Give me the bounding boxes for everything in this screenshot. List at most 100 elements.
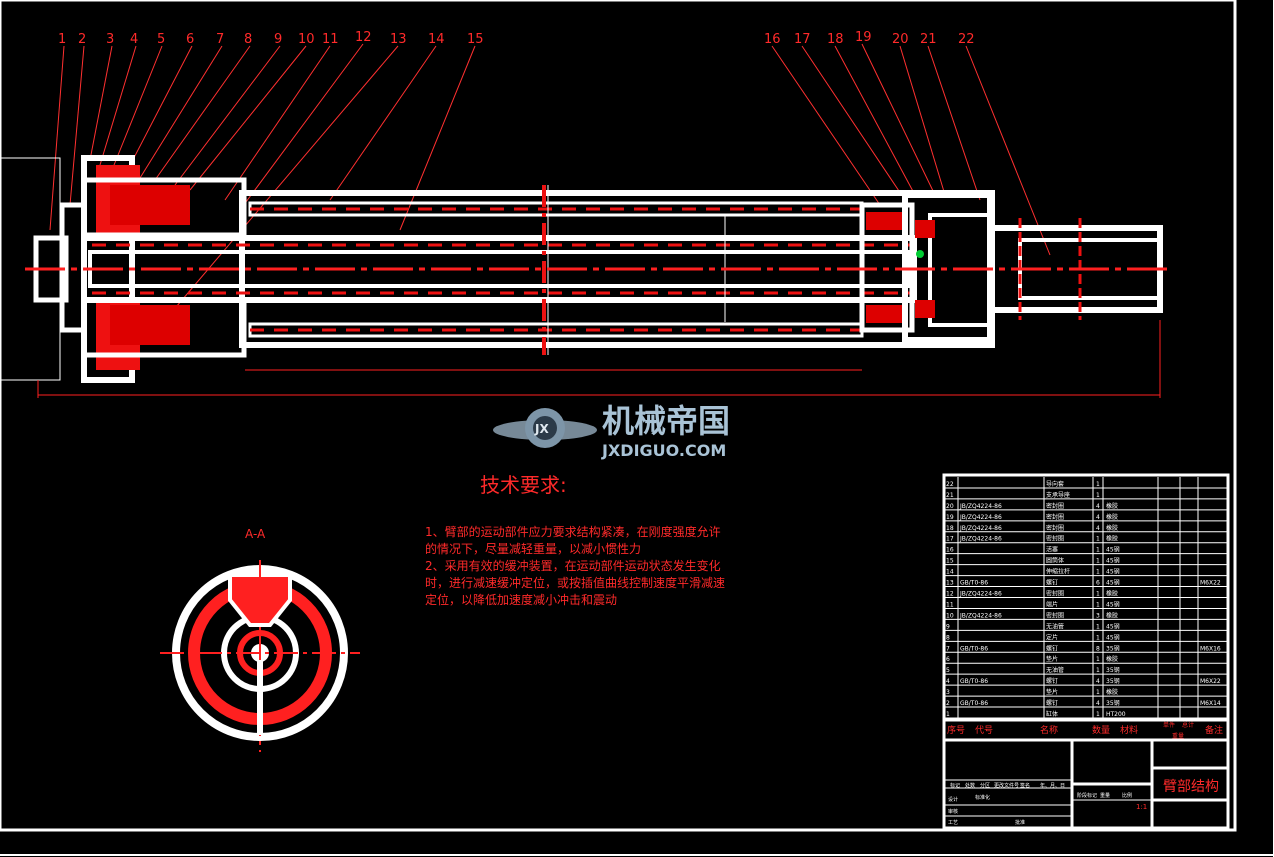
bom-cell-no: 21 bbox=[946, 492, 954, 499]
balloon-7: 7 bbox=[216, 32, 224, 47]
bom-cell-mat: 35钢 bbox=[1106, 677, 1120, 685]
bom-cell-qty: 1 bbox=[1096, 558, 1100, 565]
arm-assembly-section bbox=[0, 155, 1170, 398]
bom-cell-qty: 1 bbox=[1096, 634, 1100, 641]
bom-cell-qty: 1 bbox=[1096, 547, 1100, 554]
bom-cell-mat: 橡胶 bbox=[1106, 502, 1118, 510]
balloon-20: 20 bbox=[892, 32, 909, 47]
bom-cell-mat: 45钢 bbox=[1106, 633, 1120, 641]
bom-cell-name: 无油管 bbox=[1046, 666, 1064, 674]
bom-cell-name: 垫片 bbox=[1046, 688, 1058, 696]
bom-cell-name: 伸缩拉杆 bbox=[1046, 568, 1070, 576]
bom-cell-mat: 橡胶 bbox=[1106, 513, 1118, 521]
bom-cell-no: 9 bbox=[946, 623, 950, 630]
bom-header-weight: 重量 bbox=[1172, 732, 1184, 740]
bom-cell-mat: 45钢 bbox=[1106, 568, 1120, 576]
scale-value: 1:1 bbox=[1136, 803, 1147, 811]
title-block-label: 比例 bbox=[1122, 792, 1132, 799]
balloon-2: 2 bbox=[78, 32, 86, 47]
bom-cell-qty: 4 bbox=[1096, 503, 1100, 510]
balloon-11: 11 bbox=[322, 32, 339, 47]
bom-cell-mat: 橡胶 bbox=[1106, 611, 1118, 619]
title-block-label: 分区 bbox=[980, 782, 990, 789]
title-block-label: 标记 bbox=[950, 782, 960, 789]
bom-cell-mat: 橡胶 bbox=[1106, 655, 1118, 663]
title-block-label: 工艺 bbox=[948, 820, 958, 826]
bom-header-qty: 数量 bbox=[1092, 724, 1110, 736]
bom-cell-name: 密封圈 bbox=[1046, 535, 1064, 543]
tech-req-line-4: 时，进行减速缓冲定位，或按插值曲线控制速度平滑减速 bbox=[425, 575, 725, 590]
bom-cell-name: 密封圈 bbox=[1046, 502, 1064, 510]
balloon-4: 4 bbox=[130, 32, 138, 47]
bom-cell-no: 22 bbox=[946, 481, 954, 488]
bom-cell-no: 12 bbox=[946, 591, 954, 598]
bom-cell-no: 6 bbox=[946, 656, 950, 663]
watermark-en: JXDIGUO.COM bbox=[601, 441, 726, 460]
bom-header-total: 总计 bbox=[1182, 721, 1194, 729]
tech-req-title: 技术要求: bbox=[480, 473, 567, 497]
bom-cell-code: GB/T0-86 bbox=[960, 645, 988, 652]
section-label: A-A bbox=[245, 527, 266, 541]
bom-cell-name: 无油管 bbox=[1046, 622, 1064, 630]
technical-requirements: 技术要求: 1、臂部的运动部件应力要求结构紧凑，在刚度强度允许 的情况下，尽量减… bbox=[425, 473, 725, 607]
balloon-10: 10 bbox=[298, 32, 315, 47]
bom-header-code: 代号 bbox=[975, 725, 993, 736]
bom-cell-code: JB/ZQ4224-86 bbox=[959, 591, 1002, 598]
bom-header-unit: 单件 bbox=[1163, 721, 1175, 729]
bom-cell-name: 螺钉 bbox=[1046, 699, 1058, 707]
bom-cell-qty: 6 bbox=[1096, 580, 1100, 587]
bom-cell-name: 垫片 bbox=[1046, 655, 1058, 663]
bom-cell-mat: 45钢 bbox=[1106, 600, 1120, 608]
bom-cell-no: 19 bbox=[946, 514, 954, 521]
title-block-label: 处数 bbox=[965, 782, 975, 789]
bom-cell-mat: 45钢 bbox=[1106, 579, 1120, 587]
tech-req-line-3: 2、采用有效的缓冲装置，在运动部件运动状态发生变化 bbox=[425, 558, 721, 573]
bom-cell-name: 缸体 bbox=[1046, 710, 1058, 718]
bom-cell-no: 8 bbox=[946, 634, 950, 641]
bom-cell-no: 16 bbox=[946, 547, 954, 554]
bom-cell-name: 螺钉 bbox=[1046, 579, 1058, 587]
balloon-1: 1 bbox=[58, 32, 66, 47]
bom-cell-qty: 4 bbox=[1096, 525, 1100, 532]
bom-cell-mat: 橡胶 bbox=[1106, 524, 1118, 532]
balloon-9: 9 bbox=[274, 32, 282, 47]
bom-cell-name: 端片 bbox=[1046, 600, 1058, 608]
bom-cell-qty: 1 bbox=[1096, 536, 1100, 543]
balloon-17: 17 bbox=[794, 32, 811, 47]
bom-cell-qty: 1 bbox=[1096, 667, 1100, 674]
bom-cell-code: JB/ZQ4224-86 bbox=[959, 525, 1002, 532]
bom-cell-qty: 3 bbox=[1096, 612, 1100, 619]
bom-cell-no: 10 bbox=[946, 612, 954, 619]
bom-cell-name: 螺钉 bbox=[1046, 677, 1058, 685]
bom-cell-qty: 8 bbox=[1096, 645, 1100, 652]
balloon-12: 12 bbox=[355, 30, 372, 45]
bom-cell-code: JB/ZQ4224-86 bbox=[959, 503, 1002, 510]
bom-cell-no: 2 bbox=[946, 700, 950, 707]
bom-cell-qty: 4 bbox=[1096, 700, 1100, 707]
bom-cell-no: 11 bbox=[946, 601, 954, 608]
bom-cell-name: 密封圈 bbox=[1046, 524, 1064, 532]
balloon-8: 8 bbox=[244, 32, 252, 47]
balloon-18: 18 bbox=[827, 32, 844, 47]
watermark-logo: JX 机械帝国 JXDIGUO.COM bbox=[493, 402, 730, 460]
bom-cell-qty: 1 bbox=[1096, 623, 1100, 630]
bom-cell-qty: 4 bbox=[1096, 678, 1100, 685]
title-block-label: 更改文件号 bbox=[994, 782, 1019, 789]
bom-cell-qty: 1 bbox=[1096, 481, 1100, 488]
title-block-label: 年、月、日 bbox=[1040, 782, 1065, 789]
bom-cell-qty: 1 bbox=[1096, 711, 1100, 718]
title-block-label: 重量 bbox=[1100, 792, 1110, 799]
bom-cell-mat: 45钢 bbox=[1106, 622, 1120, 630]
drawing-name: 臂部结构 bbox=[1163, 779, 1219, 795]
bom-cell-no: 4 bbox=[946, 678, 950, 685]
bom-cell-qty: 1 bbox=[1096, 656, 1100, 663]
bom-cell-qty: 1 bbox=[1096, 569, 1100, 576]
bom-cell-code: GB/T0-86 bbox=[960, 580, 988, 587]
title-block-labels: 标记处数分区更改文件号签名年、月、日设计标准化阶段标记重量比例审核工艺批准 bbox=[948, 782, 1132, 826]
bom-cell-name: 活塞 bbox=[1046, 546, 1058, 554]
bom-cell-name: 支承导座 bbox=[1046, 491, 1070, 499]
balloon-6: 6 bbox=[186, 32, 194, 47]
tech-req-line-1: 1、臂部的运动部件应力要求结构紧凑，在刚度强度允许 bbox=[425, 524, 721, 539]
